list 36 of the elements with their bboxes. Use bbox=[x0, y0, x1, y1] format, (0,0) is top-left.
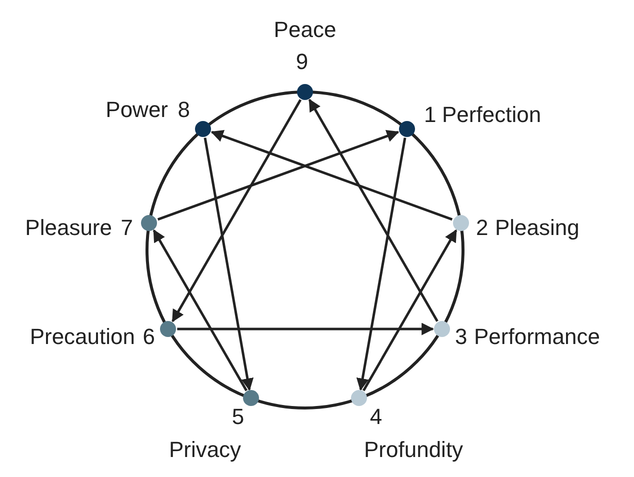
type-label: 6 bbox=[142, 325, 155, 349]
arrow bbox=[356, 138, 406, 391]
type-label: Pleasing bbox=[495, 216, 580, 240]
type-label: 4 bbox=[370, 405, 382, 429]
type-label: Privacy bbox=[168, 438, 242, 462]
arrow bbox=[172, 99, 302, 322]
point-dot bbox=[297, 84, 313, 100]
point-dot bbox=[160, 321, 176, 337]
point-dot bbox=[398, 120, 415, 137]
type-label: Performance bbox=[474, 325, 600, 349]
type-label: 8 bbox=[178, 98, 190, 122]
type-label: Perfection bbox=[442, 103, 542, 127]
type-label: Precaution bbox=[30, 325, 135, 349]
point-dot bbox=[141, 214, 158, 231]
type-label: 3 bbox=[455, 325, 468, 349]
type-label: Profundity bbox=[364, 438, 464, 462]
arrow bbox=[210, 130, 453, 221]
point-dot bbox=[195, 120, 212, 137]
arrow bbox=[362, 229, 458, 392]
type-label: 7 bbox=[120, 216, 133, 240]
point-dot bbox=[351, 390, 368, 406]
arrow bbox=[308, 98, 438, 322]
type-label: 1 bbox=[424, 103, 436, 127]
arrow bbox=[152, 229, 248, 392]
point-dot bbox=[452, 214, 469, 231]
arrow bbox=[204, 138, 254, 391]
type-label: Peace bbox=[274, 18, 336, 42]
type-label: Power bbox=[106, 98, 168, 122]
arrow bbox=[157, 130, 400, 221]
type-label: Pleasure bbox=[25, 216, 112, 240]
type-label: 5 bbox=[232, 405, 244, 429]
arrow bbox=[177, 322, 434, 336]
type-label: 2 bbox=[476, 216, 488, 240]
point-dot bbox=[434, 321, 450, 337]
point-dot bbox=[242, 390, 259, 406]
type-label: 9 bbox=[296, 50, 308, 74]
